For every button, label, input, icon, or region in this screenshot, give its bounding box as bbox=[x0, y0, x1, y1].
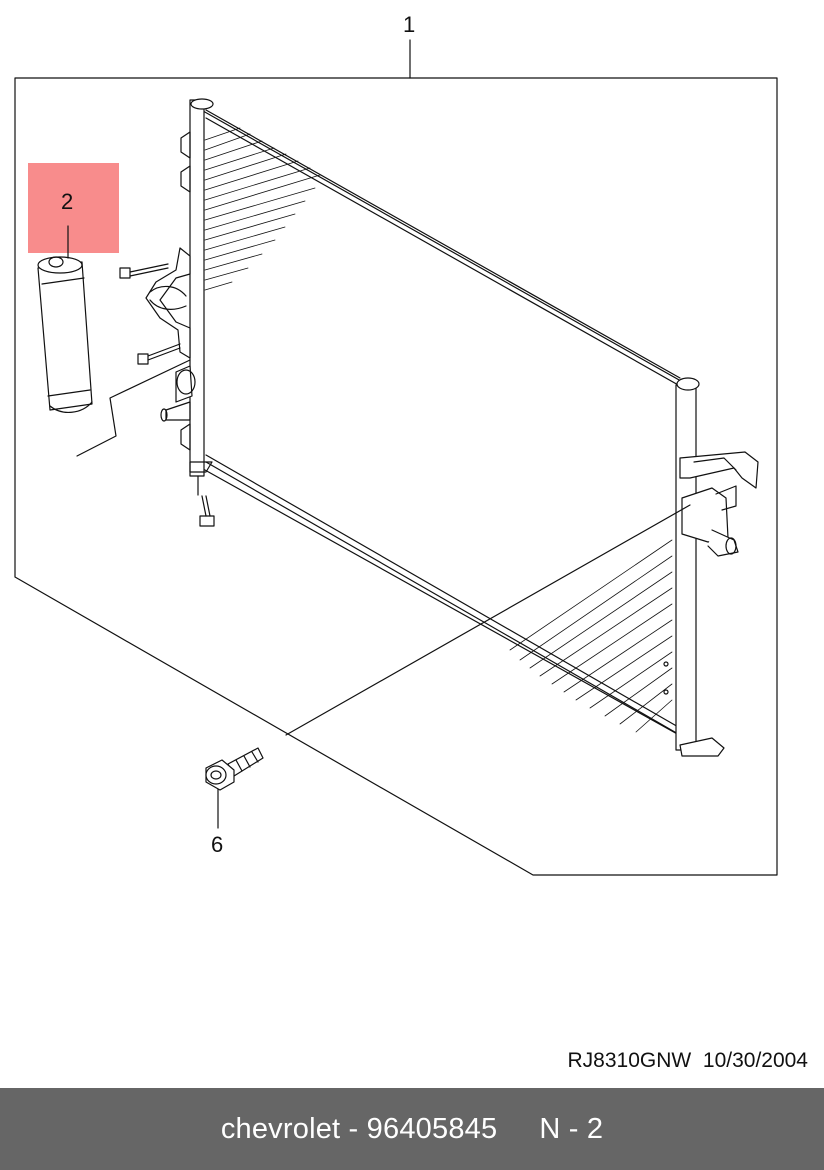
condenser-core bbox=[195, 106, 689, 741]
footer-brand-part-number: chevrolet - 96405845 bbox=[220, 1112, 498, 1145]
highlight-box-part-2 bbox=[28, 163, 119, 253]
footer-bar: chevrolet - 96405845 N - 2 bbox=[0, 1088, 824, 1170]
drier-bracket bbox=[145, 247, 196, 422]
exploded-parts-diagram bbox=[14, 39, 778, 876]
callout-6: 6 bbox=[211, 832, 224, 857]
flange-bolt bbox=[205, 747, 264, 791]
refrigerant-fittings bbox=[679, 451, 759, 557]
bracket-screw-lower bbox=[137, 343, 181, 365]
drawing-code-date: RJ8310GNW 10/30/2004 bbox=[567, 1049, 808, 1072]
callout-2: 2 bbox=[61, 189, 74, 214]
leader-lines bbox=[76, 359, 691, 829]
bracket-screw-upper bbox=[119, 263, 169, 279]
footer-page-label: N - 2 bbox=[539, 1112, 604, 1145]
assembly-frame bbox=[14, 39, 778, 876]
left-header-tank bbox=[180, 98, 214, 496]
tank-bottom-screw bbox=[199, 495, 215, 527]
receiver-drier bbox=[37, 225, 93, 413]
callout-1: 1 bbox=[403, 12, 416, 37]
